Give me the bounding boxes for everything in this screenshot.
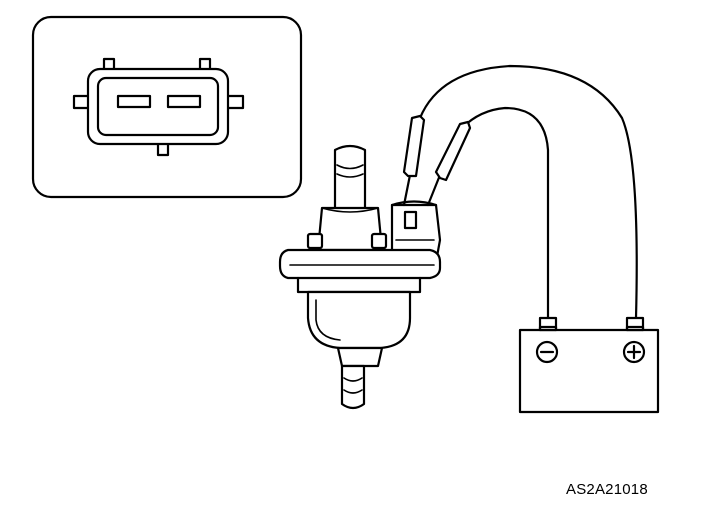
solenoid-valve — [278, 144, 442, 410]
terminal-2 — [166, 94, 202, 109]
minus-circle-icon — [535, 340, 559, 364]
test-leads — [402, 64, 638, 320]
negative-lead-wire — [426, 106, 550, 320]
connector-face — [72, 57, 245, 157]
plus-circle-icon — [622, 340, 646, 364]
terminal-1 — [116, 94, 152, 109]
negative-lead-clip — [434, 120, 472, 182]
positive-lead-clip — [402, 114, 426, 178]
connector-detail-inset — [31, 15, 303, 199]
positive-lead-wire — [402, 64, 638, 320]
battery — [518, 316, 660, 414]
figure-code: AS2A21018 — [566, 481, 648, 498]
